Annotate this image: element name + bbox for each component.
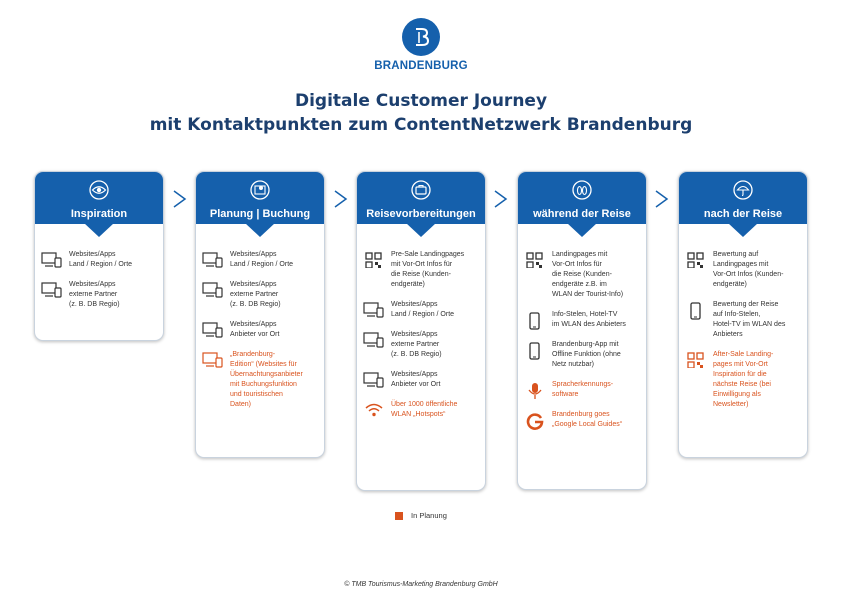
devices-icon [41,282,62,298]
touchpoint-text: Spracherkennungs- software [552,381,614,398]
touchpoint-item-planned: After-Sale Landing- pages mit Vor-Ort In… [685,350,801,410]
touchpoint-text: Brandenburg goes „Google Local Guides“ [552,411,623,428]
smartphone-icon [690,302,701,320]
arrow-right-icon [334,190,348,208]
stage-card-waehrend-der-reise: während der Reise Landingpages mit Vor-O… [517,171,647,490]
google-icon [526,413,544,430]
map-pin-icon [250,180,270,200]
touchpoint-item: Websites/Apps Anbieter vor Ort [202,320,318,340]
smartphone-icon [529,342,540,360]
legend-label: In Planung [411,511,447,520]
touchpoint-text: Pre-Sale Landingpages mit Vor-Ort Infos … [391,251,465,288]
touchpoint-item: Brandenburg-App mit Offline Funktion (oh… [524,340,640,370]
touchpoint-item: Bewertung der Reise auf Info-Stelen, Hot… [685,300,801,340]
qr-code-icon [365,252,382,268]
devices-icon [363,372,384,388]
devices-icon [202,252,223,268]
stage-title: während der Reise [533,208,631,220]
touchpoint-text: Websites/Apps Anbieter vor Ort [391,371,441,388]
touchpoint-text: Bewertung auf Landingpages mit Vor-Ort I… [713,251,784,288]
page-title: Digitale Customer Journey [294,91,548,111]
stage-title: nach der Reise [703,208,783,220]
touchpoint-text: Websites/Apps Land / Region / Orte [230,251,294,268]
touchpoint-item-planned: Über 1000 öffentliche WLAN „Hotspots“ [363,400,479,420]
suitcase-icon [411,180,431,200]
touchpoint-item-planned: Spracherkennungs- software [524,380,640,400]
logo-emblem [402,18,440,56]
touchpoint-text: „Brandenburg- Edition“ (Websites für Übe… [230,351,303,408]
touchpoint-text: Info-Stelen, Hotel-TV im WLAN des Anbiet… [552,311,626,328]
touchpoint-item: Websites/Apps Land / Region / Orte [41,250,157,270]
touchpoint-item: Websites/Apps externe Partner (z. B. DB … [363,330,479,360]
page-subtitle: mit Kontaktpunkten zum ContentNetzwerk B… [149,115,693,135]
stage-header: nach der Reise [679,172,807,237]
touchpoint-text: Landingpages mit Vor-Ort Infos für die R… [552,251,624,298]
touchpoint-text: Websites/Apps externe Partner (z. B. DB … [230,281,281,308]
umbrella-icon [733,180,753,200]
legend-swatch [395,511,403,520]
devices-icon [363,332,384,348]
stage-card-planung: Planung | Buchung Websites/Apps Land / R… [195,171,325,458]
devices-icon [363,302,384,318]
copyright: © TMB Tourismus-Marketing Brandenburg Gm… [344,581,498,588]
stage-header: Reisevorbereitungen [357,172,485,237]
devices-icon [202,322,223,338]
stage-card-inspiration: Inspiration Websites/Apps Land / Region … [34,171,164,341]
qr-code-icon [687,352,704,368]
stage-card-reisevorbereitungen: Reisevorbereitungen Pre-Sale Landingpage… [356,171,486,491]
touchpoint-item: Websites/Apps Anbieter vor Ort [363,370,479,390]
stage-title: Inspiration [70,208,128,220]
qr-code-icon [687,252,704,268]
stage-title: Reisevorbereitungen [366,208,476,220]
touchpoint-item: Websites/Apps externe Partner (z. B. DB … [202,280,318,310]
stage-header: während der Reise [518,172,646,237]
stage-header: Inspiration [35,172,163,237]
stage-header: Planung | Buchung [196,172,324,237]
stage-card-nach-der-reise: nach der Reise Bewertung auf Landingpage… [678,171,808,458]
devices-icon [202,282,223,298]
wifi-icon [365,403,383,417]
devices-icon [202,352,223,368]
stage-title: Planung | Buchung [209,208,311,220]
touchpoint-text: Websites/Apps Anbieter vor Ort [230,321,280,338]
qr-code-icon [526,252,543,268]
touchpoint-item: Landingpages mit Vor-Ort Infos für die R… [524,250,640,300]
devices-icon [41,252,62,268]
touchpoint-text: After-Sale Landing- pages mit Vor-Ort In… [713,351,774,408]
touchpoint-text: Websites/Apps externe Partner (z. B. DB … [69,281,120,308]
touchpoint-text: Brandenburg-App mit Offline Funktion (oh… [552,341,621,368]
touchpoint-text: Websites/Apps externe Partner (z. B. DB … [391,331,442,358]
microphone-icon [528,383,542,399]
touchpoint-text: Websites/Apps Land / Region / Orte [391,301,455,318]
smartphone-icon [529,312,540,330]
eye-icon [89,180,109,200]
brand-logo: BRANDENBURG [371,18,471,72]
logo-wordmark: BRANDENBURG [374,60,468,72]
touchpoint-text: Websites/Apps Land / Region / Orte [69,251,133,268]
touchpoint-text: Bewertung der Reise auf Info-Stelen, Hot… [713,301,786,338]
legend: In Planung [395,511,447,520]
touchpoint-item: Pre-Sale Landingpages mit Vor-Ort Infos … [363,250,479,290]
touchpoint-item: Websites/Apps Land / Region / Orte [363,300,479,320]
touchpoint-item-planned: „Brandenburg- Edition“ (Websites für Übe… [202,350,318,410]
touchpoint-item: Websites/Apps Land / Region / Orte [202,250,318,270]
touchpoint-item: Bewertung auf Landingpages mit Vor-Ort I… [685,250,801,290]
arrow-right-icon [494,190,508,208]
touchpoint-item: Websites/Apps externe Partner (z. B. DB … [41,280,157,310]
flip-flops-icon [572,180,592,200]
arrow-right-icon [655,190,669,208]
arrow-right-icon [173,190,187,208]
touchpoint-item: Info-Stelen, Hotel-TV im WLAN des Anbiet… [524,310,640,330]
touchpoint-text: Über 1000 öffentliche WLAN „Hotspots“ [391,401,458,418]
touchpoint-item-planned: Brandenburg goes „Google Local Guides“ [524,410,640,430]
